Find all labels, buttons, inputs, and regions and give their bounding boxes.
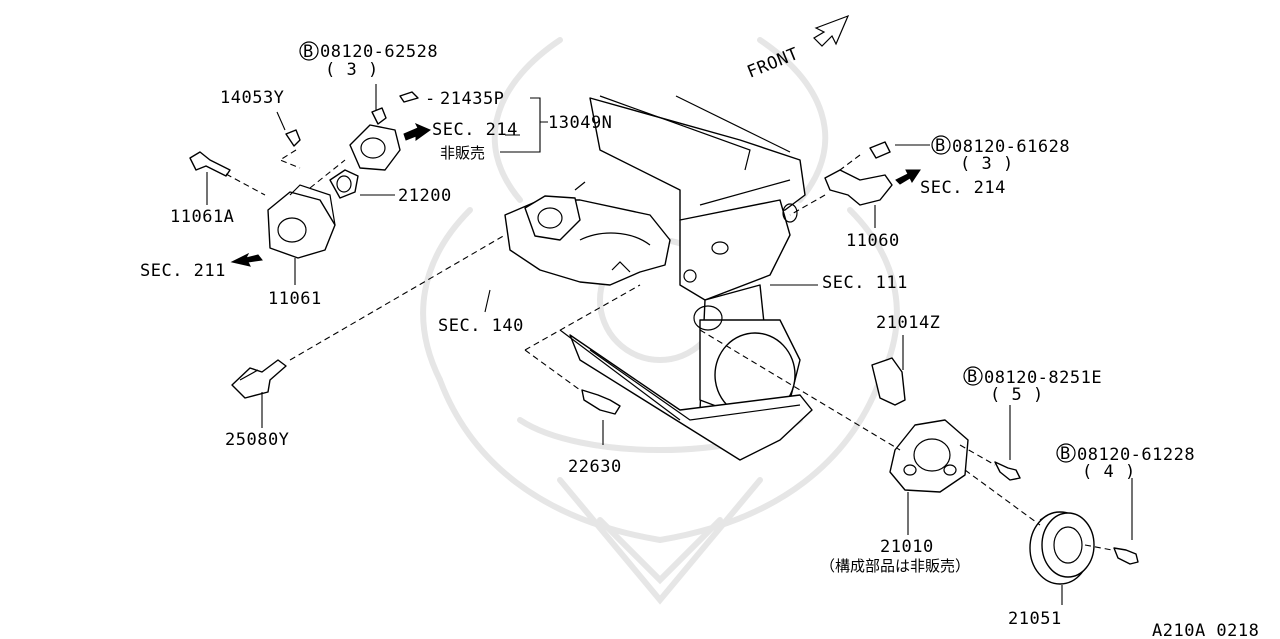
water-pump [871,357,1021,493]
intake-manifold [504,181,671,286]
label-21435P-dash: - [425,89,436,109]
label-not-for-sale: 非販売 [440,144,485,162]
label-21010-note: （構成部品は非販売） [820,557,970,575]
qty-08120-62528: ( 3 ) [325,60,379,80]
bolt-symbol-text: B [967,367,978,387]
label-11061: 11061 [268,289,322,309]
label-21051: 21051 [1008,609,1062,629]
label-13049N: 13049N [548,113,612,133]
label-08120-61228: 08120-61228 [1077,445,1195,465]
label-21014Z: 21014Z [876,313,940,333]
label-08120-8251E: 08120-8251E [984,368,1102,388]
label-22630: 22630 [568,457,622,477]
qty-08120-61228: ( 4 ) [1082,462,1136,482]
water-inlet-11060 [824,141,893,206]
label-sec214-left: SEC. 214 [432,120,518,140]
bolt-symbol-4: B [1056,443,1076,464]
bolt-symbol-text: B [303,42,314,62]
label-14053Y: 14053Y [220,88,284,108]
temperature-sensor [231,359,287,399]
label-sec214-right: SEC. 214 [920,178,1006,198]
sec214-arrow-right [895,169,921,185]
label-sec111: SEC. 111 [822,273,908,293]
label-21010: 21010 [880,537,934,557]
alignment-lines [289,194,1113,551]
bolt-symbol-2: B [931,135,951,156]
sec214-arrow-left [403,123,432,141]
leader-lines [206,84,1133,605]
label-08120-62528: 08120-62528 [320,42,438,62]
knock-sensor [581,389,621,415]
label-11061A: 11061A [170,207,234,227]
front-arrow [813,14,850,47]
label-sec211: SEC. 211 [140,261,226,281]
label-08120-61628: 08120-61628 [952,137,1070,157]
bolt-symbol-text: B [1060,444,1071,464]
engine-block [559,95,813,461]
bolt-symbol-1: B [299,41,319,62]
bolt-symbol-3: B [963,366,983,387]
label-21435P: 21435P [440,89,504,109]
label-21200: 21200 [398,186,452,206]
drawing-code: A210A 0218 [1152,621,1259,639]
qty-08120-61628: ( 3 ) [960,154,1014,174]
qty-08120-8251E: ( 5 ) [990,385,1044,405]
water-pump-pulley [1029,511,1139,585]
thermostat-housing-group [189,91,419,259]
label-sec140: SEC. 140 [438,316,524,336]
bolt-symbol-text: B [935,136,946,156]
sec211-arrow [230,252,263,267]
label-11060: 11060 [846,231,900,251]
label-25080Y: 25080Y [225,430,289,450]
